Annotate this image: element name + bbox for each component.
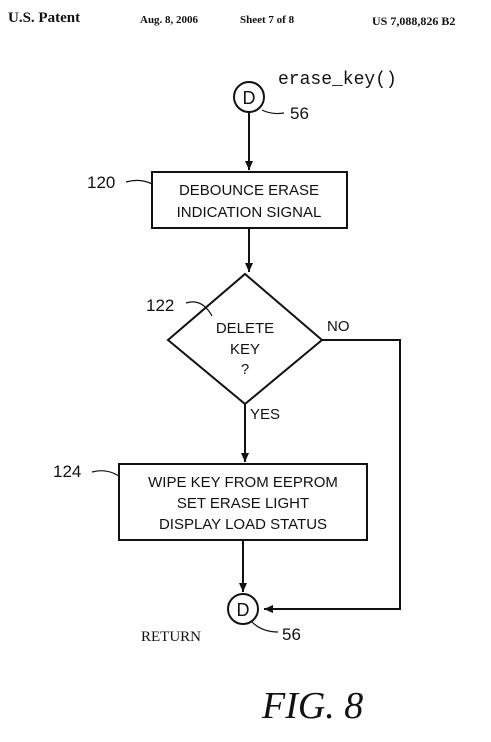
step-120-line-2: INDICATION SIGNAL bbox=[177, 204, 322, 221]
step-124-ref: 124 bbox=[53, 462, 81, 481]
decision-122-line-1: DELETE bbox=[216, 320, 274, 337]
decision-122-line-2: KEY bbox=[230, 341, 260, 358]
figure-label: FIG. 8 bbox=[261, 685, 363, 727]
exit-connector-circle bbox=[227, 593, 259, 625]
exit-connector-letter: D bbox=[237, 600, 250, 620]
step-120-ref: 120 bbox=[87, 173, 115, 192]
function-label: erase_key() bbox=[278, 70, 397, 90]
patent-date: Aug. 8, 2006 bbox=[140, 14, 199, 26]
decision-122-ref: 122 bbox=[146, 296, 174, 315]
entry-connector-ref: 56 bbox=[290, 104, 309, 123]
decision-122-line-3: ? bbox=[241, 361, 249, 378]
exit-connector-ref: 56 bbox=[282, 625, 301, 644]
decision-diamond-122 bbox=[166, 272, 324, 406]
step-124-line-2: SET ERASE LIGHT bbox=[177, 495, 309, 512]
step-120-ref-leader bbox=[125, 179, 153, 185]
exit-ref-leader bbox=[251, 621, 279, 633]
step-124-line-3: DISPLAY LOAD STATUS bbox=[159, 516, 327, 533]
return-label: RETURN bbox=[141, 629, 201, 645]
step-120-line-1: DEBOUNCE ERASE bbox=[179, 182, 319, 199]
patent-office-label: U.S. Patent bbox=[8, 10, 81, 26]
entry-connector-letter: D bbox=[243, 88, 256, 108]
sheet-number: Sheet 7 of 8 bbox=[240, 14, 295, 26]
no-branch-label: NO bbox=[327, 318, 350, 335]
step-124-ref-leader bbox=[91, 470, 120, 477]
patent-number: US 7,088,826 B2 bbox=[372, 14, 456, 28]
step-124-line-1: WIPE KEY FROM EEPROM bbox=[148, 474, 338, 491]
entry-ref-leader bbox=[261, 109, 285, 115]
decision-122-ref-leader bbox=[185, 301, 213, 317]
flow-arrow-no-branch bbox=[264, 339, 401, 613]
yes-branch-label: YES bbox=[250, 406, 280, 423]
